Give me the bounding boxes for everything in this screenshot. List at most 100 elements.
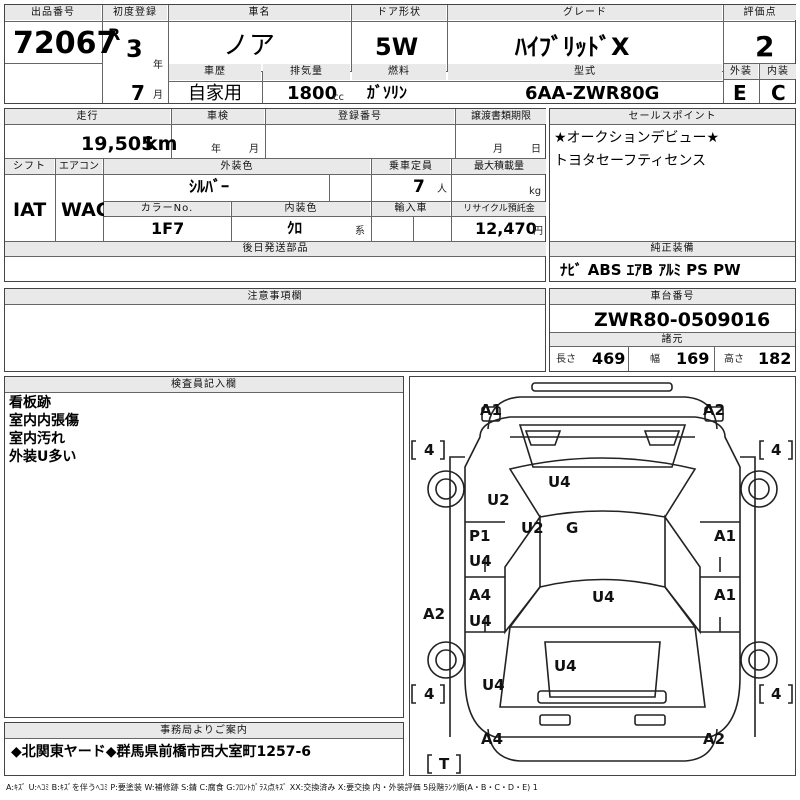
color-no-label: カラーNo. bbox=[104, 202, 230, 216]
mark-left-rear-fender: A2 bbox=[423, 605, 446, 623]
capacity: 7 bbox=[413, 177, 425, 197]
rating-label: 評価点 bbox=[724, 5, 796, 20]
interior-color-label: 内装色 bbox=[232, 202, 370, 216]
mark-windshield: G bbox=[566, 519, 579, 537]
mark-rear-roof: U4 bbox=[554, 657, 577, 675]
capacity-unit: 人 bbox=[437, 184, 447, 195]
mark-a-pillar: U2 bbox=[521, 519, 544, 537]
office-box: 事務局よりご案内 ◆北関東ヤード◆群馬県前橋市西大室町1257-6 bbox=[4, 722, 404, 776]
legend-text: A:ｷｽﾞ U:ﾍｺﾐ B:ｷｽﾞを伴うﾍｺﾐ P:要塗装 W:補修跡 S:錆 … bbox=[6, 783, 538, 792]
tire-rear-left: 4 bbox=[424, 685, 435, 703]
color-no: 1F7 bbox=[151, 219, 185, 238]
notes-box: 注意事項欄 bbox=[4, 288, 546, 372]
selling-point-1: ★オークションデビュー★ bbox=[554, 130, 720, 146]
chassis-label: 車台番号 bbox=[550, 289, 795, 304]
tire-front-left: 4 bbox=[424, 441, 435, 459]
mark-right-rear-door: A1 bbox=[714, 586, 737, 604]
car-outline bbox=[411, 382, 793, 774]
registration-month: 7 bbox=[131, 81, 145, 105]
height-label: 高さ bbox=[724, 354, 744, 365]
era-letter: R bbox=[108, 25, 121, 44]
lot-number: 72067 bbox=[13, 26, 118, 61]
length: 469 bbox=[592, 349, 626, 368]
inspector-note-3: 室内汚れ bbox=[9, 431, 65, 447]
inspector-note-2: 室内内張傷 bbox=[9, 413, 79, 429]
year-unit: 年 bbox=[153, 60, 163, 71]
door-type-label: ドア形状 bbox=[352, 5, 446, 20]
mark-rear-right: A2 bbox=[703, 730, 726, 748]
aircon: WAC bbox=[61, 199, 110, 221]
mark-front-left: A1 bbox=[480, 401, 503, 419]
exterior-color-label: 外装色 bbox=[104, 159, 370, 174]
inspection-label: 車検 bbox=[172, 109, 264, 124]
mark-left-rear-door-u: U4 bbox=[469, 612, 492, 630]
import-label: 輸入車 bbox=[372, 202, 450, 216]
inspector-note-4: 外装U多い bbox=[9, 449, 77, 465]
equipment-items: ﾅﾋﾞ ABS ｴｱB ｱﾙﾐ PS PW bbox=[560, 261, 741, 279]
shift-label: シフト bbox=[5, 159, 54, 174]
fuel-label: 燃料 bbox=[352, 64, 446, 80]
height: 182 bbox=[758, 349, 792, 368]
later-parts-label: 後日発送部品 bbox=[5, 242, 546, 256]
tire-rear-right: 4 bbox=[771, 685, 782, 703]
interior-grade-label: 内装 bbox=[760, 64, 796, 79]
details-section: 走行 車検 登録番号 譲渡書類期限 19,505 km 年 月 月 日 シフト … bbox=[4, 108, 546, 282]
deadline-day-unit: 日 bbox=[531, 144, 541, 155]
grade: ﾊｲﾌﾞﾘｯﾄﾞX bbox=[515, 33, 630, 61]
header-section: 出品番号 初度登録 車名 ドア形状 グレード 評価点 72067 R 3 年 7… bbox=[4, 4, 796, 104]
capacity-label: 乗車定員 bbox=[372, 159, 450, 174]
inspector-box: 検査員記入欄 看板跡 室内内張傷 室内汚れ 外装U多い bbox=[4, 376, 404, 718]
model-code-label: 型式 bbox=[448, 64, 722, 80]
aircon-label: エアコン bbox=[56, 159, 102, 174]
fuel: ｶﾞｿﾘﾝ bbox=[367, 83, 408, 102]
selling-point-2: トヨタセーフティセンス bbox=[554, 153, 707, 169]
lot-number-label: 出品番号 bbox=[5, 5, 101, 20]
displacement: 1800 bbox=[287, 83, 338, 104]
mark-rear-left: A4 bbox=[481, 730, 504, 748]
spec-label: 諸元 bbox=[550, 333, 795, 346]
recycle-unit: 円 bbox=[533, 226, 543, 237]
width: 169 bbox=[676, 349, 710, 368]
mark-rear-left-quarter: U4 bbox=[482, 676, 505, 694]
mark-left-rear-door-a: A4 bbox=[469, 586, 492, 604]
interior-color-suffix: 系 bbox=[355, 226, 365, 237]
tire-front-right: 4 bbox=[771, 441, 782, 459]
recycle-label: リサイクル預託金 bbox=[452, 202, 546, 216]
exterior-grade: E bbox=[733, 81, 747, 105]
door-type: 5W bbox=[375, 33, 419, 61]
width-label: 幅 bbox=[650, 354, 660, 365]
exterior-grade-label: 外装 bbox=[724, 64, 758, 79]
exterior-color: ｼﾙﾊﾞｰ bbox=[189, 177, 230, 196]
mark-roof: U4 bbox=[548, 473, 571, 491]
interior-color: ｸﾛ bbox=[287, 219, 303, 237]
equipment-label: 純正装備 bbox=[550, 242, 795, 256]
office-text: ◆北関東ヤード◆群馬県前橋市西大室町1257-6 bbox=[11, 744, 312, 760]
recycle: 12,470 bbox=[475, 219, 537, 238]
max-load-unit: kg bbox=[529, 186, 542, 197]
shift: IAT bbox=[13, 199, 47, 221]
interior-grade: C bbox=[771, 81, 786, 105]
car-name-label: 車名 bbox=[169, 5, 350, 20]
history: 自家用 bbox=[188, 83, 242, 104]
mark-right-front-door: A1 bbox=[714, 527, 737, 545]
inspection-month-unit: 月 bbox=[249, 144, 259, 155]
mark-left-front-panel: U2 bbox=[487, 491, 510, 509]
first-registration-label: 初度登録 bbox=[103, 5, 167, 20]
deadline-month-unit: 月 bbox=[493, 144, 503, 155]
registration-year: 3 bbox=[126, 35, 143, 63]
selling-points-box: セールスポイント ★オークションデビュー★ トヨタセーフティセンス 純正装備 ﾅ… bbox=[549, 108, 796, 282]
chassis-box: 車台番号 ZWR80-0509016 諸元 長さ 469 幅 169 高さ 18… bbox=[549, 288, 796, 372]
car-name: ノア bbox=[223, 31, 276, 61]
displacement-unit: cc bbox=[333, 92, 344, 103]
displacement-label: 排気量 bbox=[263, 64, 350, 80]
model-code: 6AA-ZWR80G bbox=[525, 83, 660, 104]
selling-points-label: セールスポイント bbox=[550, 109, 795, 124]
car-diagram: A1 A2 U4 U2 U2 G A1 P1 U4 A4 U4 U4 A1 A2… bbox=[409, 376, 796, 776]
office-label: 事務局よりご案内 bbox=[5, 723, 403, 738]
mark-roof-center: U4 bbox=[592, 588, 615, 606]
length-label: 長さ bbox=[556, 354, 576, 365]
inspection-year-unit: 年 bbox=[211, 144, 221, 155]
tire-spare: T bbox=[439, 755, 450, 773]
chassis-number: ZWR80-0509016 bbox=[594, 309, 771, 331]
inspector-label: 検査員記入欄 bbox=[5, 377, 403, 392]
